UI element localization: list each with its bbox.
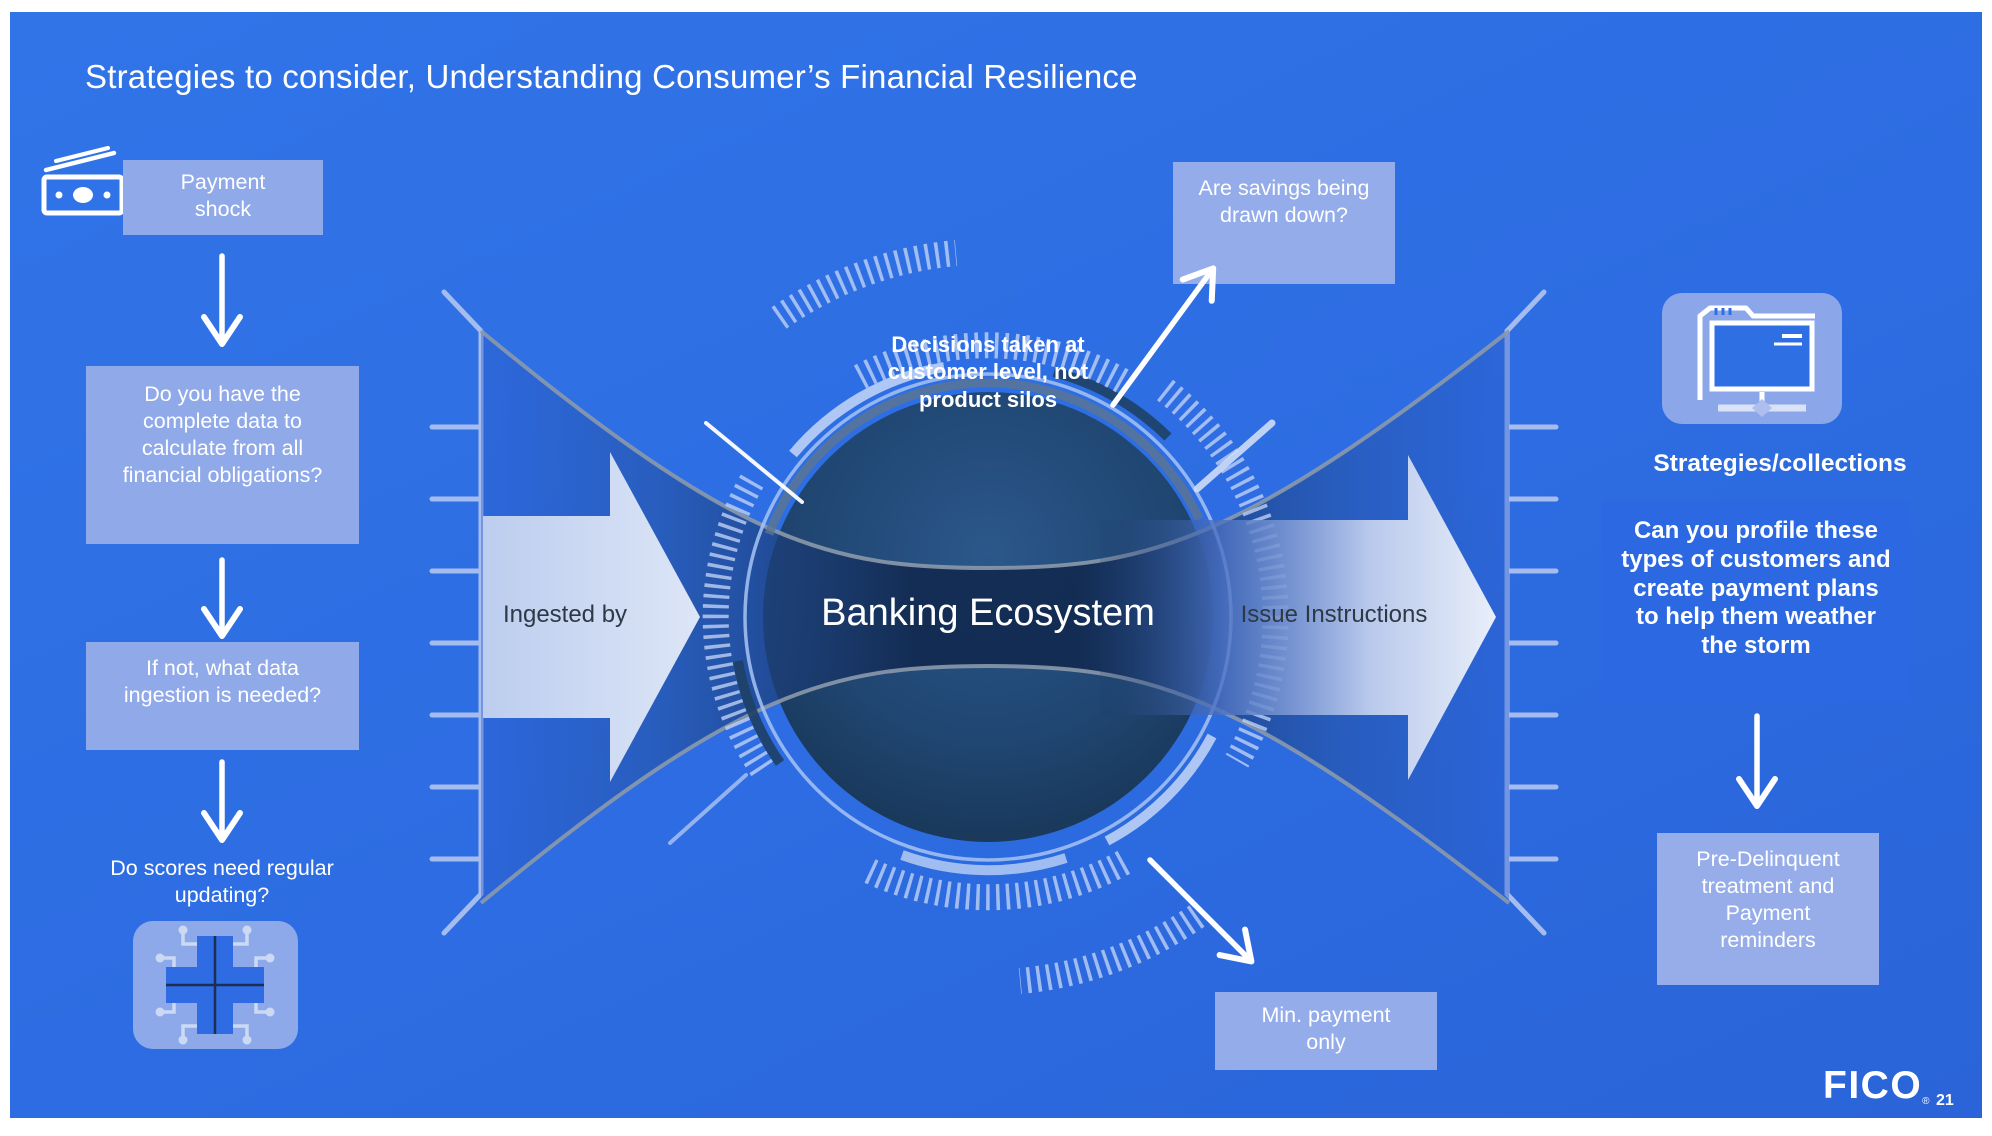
complete-data-question-box: Do you have the complete data to calcula… — [86, 366, 359, 544]
page-title: Strategies to consider, Understanding Co… — [85, 58, 1138, 95]
savings-drawdown-box: Are savings being drawn down? — [1173, 162, 1395, 284]
fico-logo: FICO® — [1823, 1064, 1930, 1108]
strategies-collections-label: Strategies/collections — [1653, 450, 1907, 477]
predelinquent-box: Pre-Delinquent treatment and Payment rem… — [1657, 833, 1879, 985]
min-payment-box: Min. payment only — [1215, 992, 1437, 1070]
issue-instructions-label: Issue Instructions — [1240, 601, 1428, 628]
payment-shock-box: Payment shock — [123, 160, 323, 235]
scores-updating-question: Do scores need regular updating? — [110, 856, 334, 907]
data-ingestion-question-box: If not, what data ingestion is needed? — [86, 642, 359, 750]
fico-logo-text: FICO — [1823, 1064, 1923, 1107]
ingested-by-label: Ingested by — [502, 601, 628, 628]
registered-mark: ® — [1922, 1096, 1930, 1107]
customer-level-note: Decisions taken at customer level, not p… — [887, 332, 1089, 412]
page-number: 21 — [1936, 1092, 1954, 1109]
profile-customers-box: Can you profile these types of customers… — [1602, 501, 1910, 702]
banking-ecosystem-title: Banking Ecosystem — [821, 592, 1155, 634]
